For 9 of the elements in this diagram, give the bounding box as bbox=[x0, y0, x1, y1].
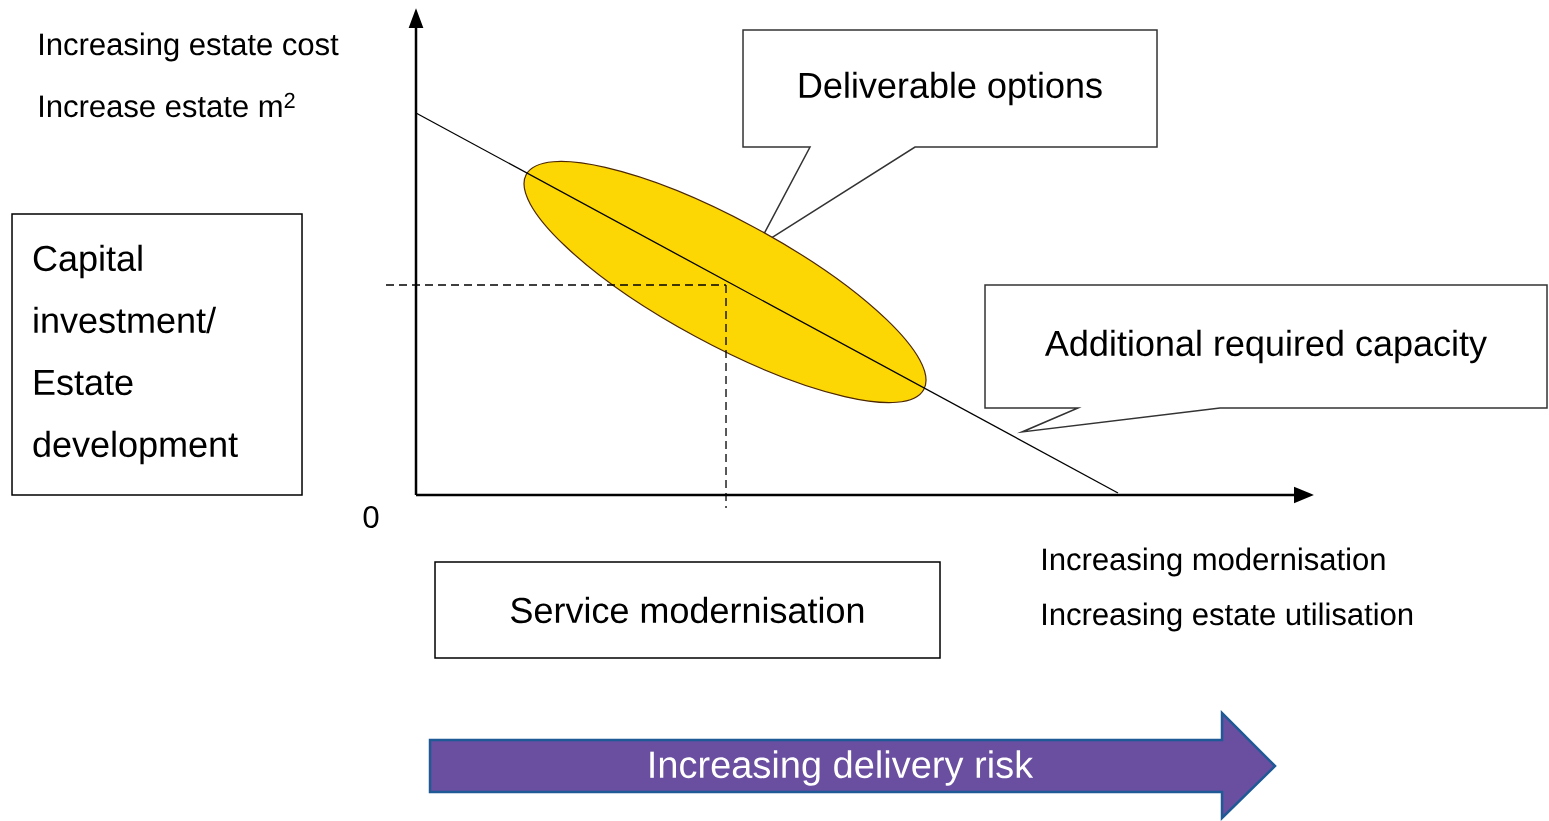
text-box: Service modernisation bbox=[434, 561, 941, 659]
callout-box: Additional required capacity bbox=[984, 284, 1548, 434]
axis-label: Increasing modernisation bbox=[1043, 547, 1385, 577]
axis-label: Increase estate m$^{2}$ bbox=[40, 92, 295, 118]
callout-box: Deliverable options bbox=[742, 29, 1158, 250]
text-box: Capital investment/ Estate development bbox=[11, 213, 303, 496]
axis-label: Increasing estate utilisation bbox=[1043, 602, 1413, 632]
axis-label: Increasing estate cost bbox=[40, 32, 339, 62]
axis-label: 0 bbox=[363, 506, 379, 528]
